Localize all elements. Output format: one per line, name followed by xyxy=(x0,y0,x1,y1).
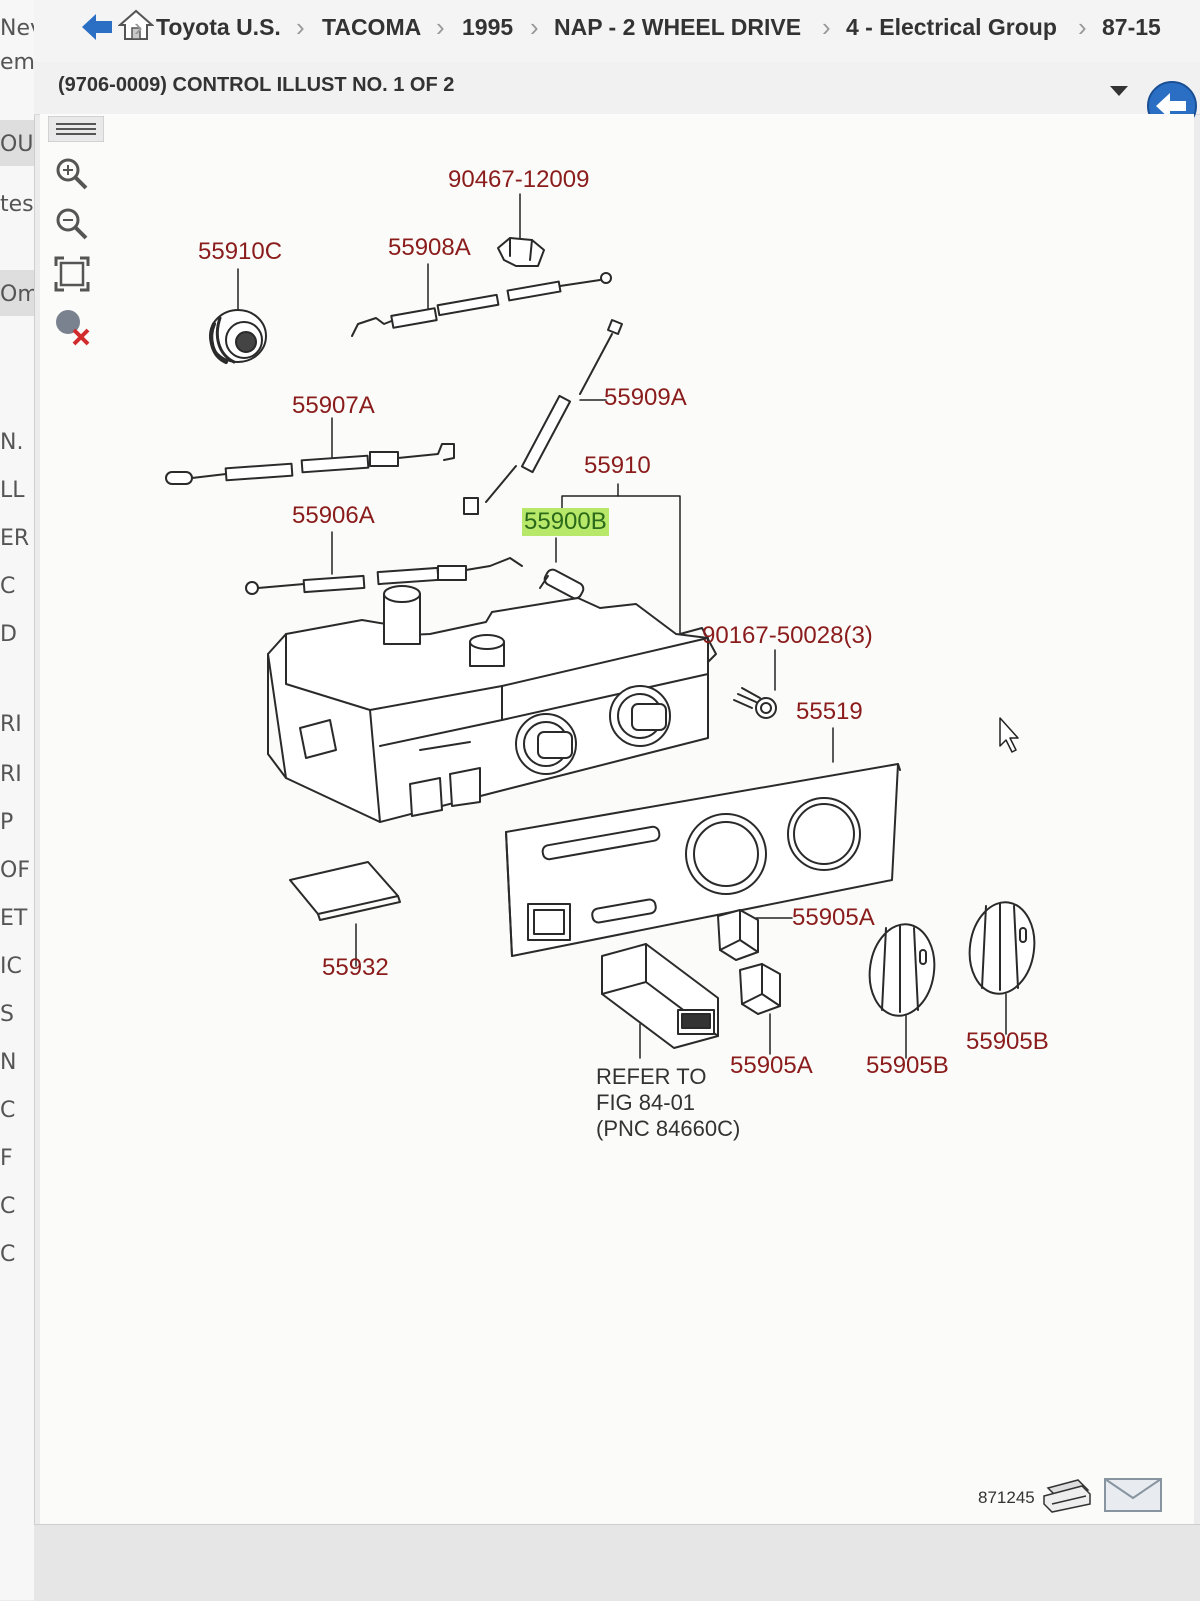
clear-highlight-icon[interactable] xyxy=(52,306,92,346)
strip-text: D xyxy=(0,622,17,647)
strip-text: N. xyxy=(0,430,24,455)
strip-text: C xyxy=(0,1194,16,1219)
ac-switch xyxy=(601,943,719,1049)
breadcrumb-item-model[interactable]: TACOMA xyxy=(322,14,422,40)
strip-text: C xyxy=(0,574,16,599)
menu-icon[interactable] xyxy=(48,116,104,142)
strip-text: P xyxy=(0,810,14,835)
strip-text: RI xyxy=(0,762,22,787)
chevron-right-icon: › xyxy=(134,12,143,42)
pad-55932 xyxy=(289,861,401,921)
strip-band xyxy=(0,120,34,166)
fit-to-screen-icon[interactable] xyxy=(54,256,90,292)
strip-text: IC xyxy=(0,954,22,979)
strip-text: C xyxy=(0,1098,16,1123)
knob-55905B xyxy=(968,901,1036,995)
zoom-out-icon[interactable] xyxy=(54,206,90,242)
breadcrumb-item-make[interactable]: Toyota U.S. xyxy=(156,14,281,40)
breadcrumb-item-year[interactable]: 1995 xyxy=(462,14,514,40)
cable-55909A xyxy=(463,319,623,515)
part-label-55932[interactable]: 55932 xyxy=(322,954,389,981)
part-label-55519[interactable]: 55519 xyxy=(796,698,863,725)
background-window-strip: Nev em: OU tes Om N. LL ER C D RI RI P O… xyxy=(0,0,35,1600)
part-label-55910C[interactable]: 55910C xyxy=(198,238,283,265)
chevron-right-icon: › xyxy=(296,12,305,42)
grommet-55910C xyxy=(209,309,267,364)
knob-55905A xyxy=(717,909,759,961)
reference-line: REFER TO xyxy=(596,1064,707,1089)
screw-90167 xyxy=(733,687,777,719)
breadcrumb-item-group[interactable]: 4 - Electrical Group xyxy=(846,14,1057,40)
parts-diagram xyxy=(165,193,1036,1059)
chevron-right-icon: › xyxy=(530,12,539,42)
part-label-55900B[interactable]: 55900B xyxy=(522,508,609,536)
arrow-back-icon[interactable] xyxy=(80,10,114,44)
strip-text: OF xyxy=(0,858,30,883)
strip-text: em: xyxy=(0,50,35,75)
strip-text: N xyxy=(0,1050,17,1075)
dropdown-arrow-icon[interactable] xyxy=(1110,86,1128,96)
part-label-55909A[interactable]: 55909A xyxy=(604,384,687,411)
zoom-in-icon[interactable] xyxy=(54,156,90,192)
leader-lines xyxy=(237,193,1007,1059)
part-label-90467-12009[interactable]: 90467-12009 xyxy=(448,166,590,193)
strip-text: RI xyxy=(0,712,22,737)
chevron-right-icon: › xyxy=(1078,12,1087,42)
illustration-header: (9706-0009) CONTROL ILLUST NO. 1 OF 2 xyxy=(34,62,1200,131)
illustration-number: 871245 xyxy=(978,1488,1035,1507)
strip-band xyxy=(0,270,34,316)
strip-text: S xyxy=(0,1002,14,1027)
strip-text: Om xyxy=(0,282,35,307)
part-label-90167-50028[interactable]: 90167-50028(3) xyxy=(702,622,873,649)
part-label-55905A[interactable]: 55905A xyxy=(730,1052,813,1079)
reference-line: (PNC 84660C) xyxy=(596,1116,741,1141)
control-assembly-55910 xyxy=(267,585,717,823)
knob-55905A xyxy=(739,963,781,1015)
illustration-title: (9706-0009) CONTROL ILLUST NO. 1 OF 2 xyxy=(58,74,455,96)
part-label-55905B[interactable]: 55905B xyxy=(966,1028,1049,1055)
breadcrumb-item-subgroup[interactable]: 87-15 xyxy=(1102,14,1161,40)
breadcrumb: › Toyota U.S. › TACOMA › 1995 › NAP - 2 … xyxy=(34,0,1200,63)
reference-note: REFER TO FIG 84-01 (PNC 84660C) xyxy=(596,1064,740,1142)
part-label-55905A[interactable]: 55905A xyxy=(792,904,875,931)
part-label-55908A[interactable]: 55908A xyxy=(388,234,471,261)
strip-text: tes xyxy=(0,192,34,217)
reference-line: FIG 84-01 xyxy=(596,1090,696,1115)
mouse-cursor-icon xyxy=(999,717,1019,753)
panel-55519 xyxy=(505,763,901,957)
strip-text: ER xyxy=(0,526,30,551)
strip-text: ET xyxy=(0,906,28,931)
chevron-right-icon: › xyxy=(822,12,831,42)
illustration-viewer: 90467-12009 55910C 55908A 55909A 55907A … xyxy=(40,114,1194,1524)
cable-55908A xyxy=(351,272,612,337)
chevron-right-icon: › xyxy=(436,12,445,42)
status-bar xyxy=(34,1524,1200,1601)
part-label-55905B[interactable]: 55905B xyxy=(866,1052,949,1079)
clip-90467 xyxy=(497,237,545,267)
cable-55907A xyxy=(165,443,455,485)
part-label-55907A[interactable]: 55907A xyxy=(292,392,375,419)
knob-55905B xyxy=(868,923,936,1017)
strip-text: Nev xyxy=(0,16,34,41)
part-label-55906A[interactable]: 55906A xyxy=(292,502,375,529)
print-icon[interactable] xyxy=(1038,1474,1094,1514)
strip-text: LL xyxy=(0,478,25,503)
strip-text: OU xyxy=(0,132,34,157)
part-label-55910[interactable]: 55910 xyxy=(584,452,651,479)
breadcrumb-item-drive[interactable]: NAP - 2 WHEEL DRIVE xyxy=(554,14,802,40)
home-icon[interactable] xyxy=(118,8,154,42)
strip-text: F xyxy=(0,1146,13,1171)
email-icon[interactable] xyxy=(1104,1478,1162,1512)
cable-55906A xyxy=(245,557,523,595)
bulb-55900B xyxy=(539,568,585,600)
strip-text: C xyxy=(0,1242,16,1267)
